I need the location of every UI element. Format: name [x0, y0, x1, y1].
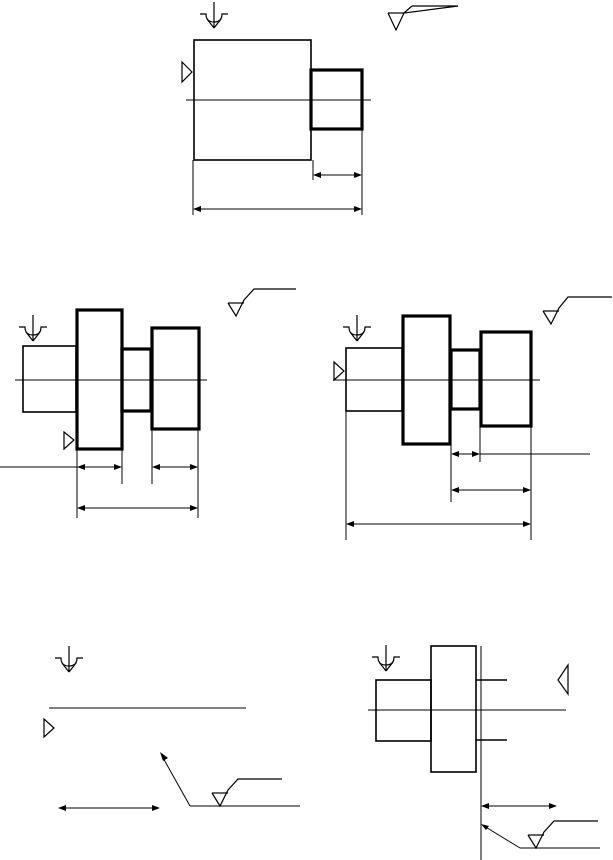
locating-symbol-4: [43, 717, 55, 739]
shaft-right-end-3: [479, 330, 533, 428]
shaft-left-end-2: [22, 345, 77, 413]
surface-roughness-symbol-5: [527, 820, 598, 850]
figure-1: [181, 1, 459, 215]
part-body-5: [430, 645, 477, 773]
clamping-symbol-4: [54, 645, 84, 673]
locating-symbol-1: [181, 60, 193, 84]
dimensions-3: [345, 409, 590, 540]
figure-4: [43, 645, 300, 811]
figure-5: [368, 644, 600, 860]
leader-line-5: [481, 824, 600, 849]
locating-symbol-3: [333, 360, 345, 382]
clamping-symbol-1: [199, 1, 229, 29]
surface-roughness-symbol-3: [542, 296, 612, 326]
surface-roughness-symbol-4: [211, 778, 282, 808]
surface-roughness-symbol-2: [227, 288, 296, 318]
clamping-symbol-2: [18, 314, 48, 342]
hole-lines-5: [476, 646, 507, 860]
dimensions-1: [192, 130, 363, 215]
surface-roughness-symbol-1: [387, 5, 459, 32]
figure-2: [0, 288, 296, 518]
dimensions-2: [0, 429, 199, 518]
shaft-right-end-2: [150, 326, 201, 431]
locating-symbol-2: [63, 430, 75, 451]
leader-line-4: [160, 752, 300, 807]
figure-3: [333, 296, 612, 540]
dimension-4: [58, 805, 160, 811]
locating-symbol-5: [557, 663, 569, 696]
dimension-5: [481, 803, 557, 809]
clamping-symbol-5: [371, 644, 401, 672]
clamping-symbol-3: [342, 314, 372, 342]
